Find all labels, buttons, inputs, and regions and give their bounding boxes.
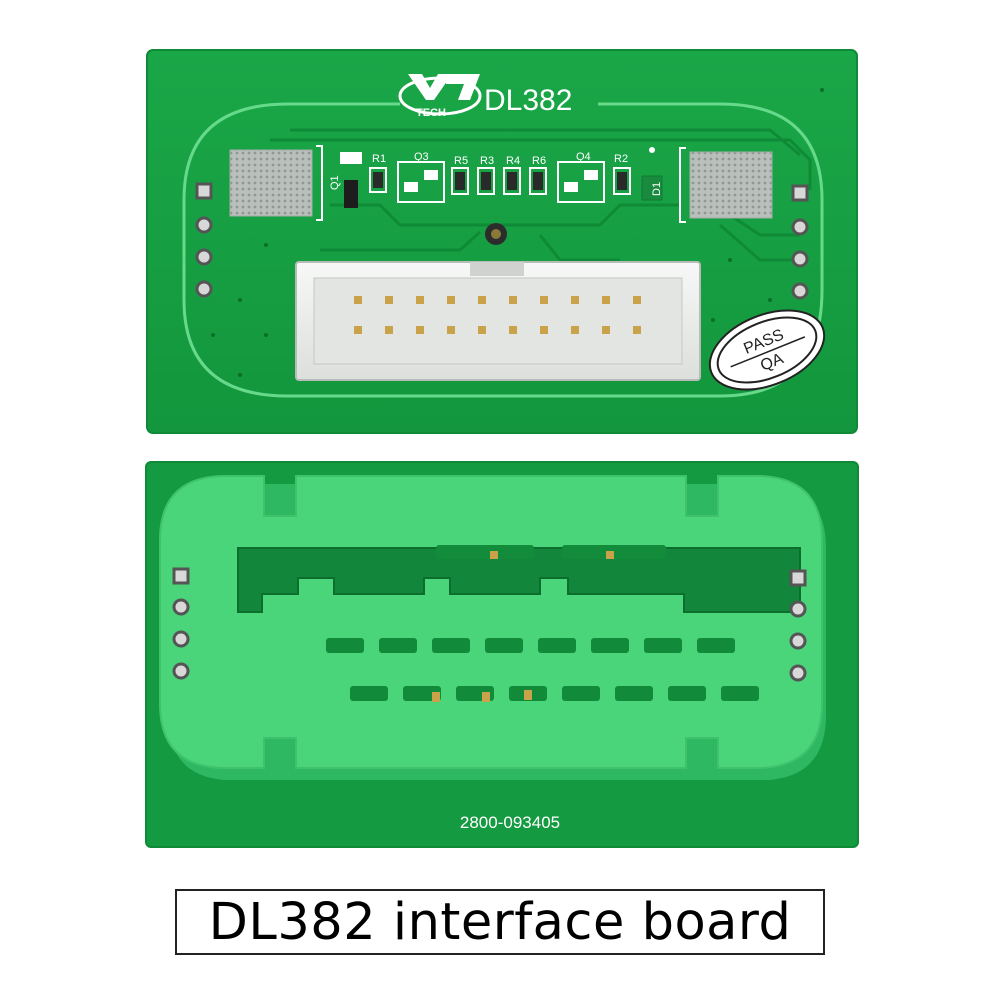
label-r6: R6 [532, 155, 546, 167]
contact-slot [538, 638, 576, 653]
contact-slot [697, 638, 735, 653]
vias [211, 88, 824, 377]
label-r2: R2 [614, 153, 628, 165]
contact-slot [485, 638, 523, 653]
connector-housing-plate [159, 475, 823, 769]
connector-pin [385, 296, 393, 304]
connector-pin [447, 296, 455, 304]
bottom-board: 2800-093405 [145, 461, 859, 848]
contact-slot [326, 638, 364, 653]
contact-slots [326, 638, 759, 702]
contact-slot [562, 686, 600, 701]
part-number: 2800-093405 [460, 813, 560, 832]
connector-pin [540, 296, 548, 304]
contact-slot [668, 686, 706, 701]
test-pad-right [689, 151, 773, 219]
contact-slot [403, 686, 441, 701]
label-q3: Q3 [414, 151, 429, 163]
connector-pin [447, 326, 455, 334]
label-r4: R4 [506, 155, 520, 167]
contact-slot [591, 638, 629, 653]
qa-sticker: PASS QA [708, 309, 826, 391]
connector-pin [540, 326, 548, 334]
keying-slot [237, 547, 801, 613]
label-r5: R5 [454, 155, 468, 167]
contact-slot [615, 686, 653, 701]
label-d1: D1 [651, 182, 663, 196]
brand-logo: TECH [398, 74, 482, 119]
test-pad-left [229, 149, 313, 217]
gold-contact [524, 690, 532, 700]
connector-pin [354, 296, 362, 304]
gold-contact [432, 692, 440, 702]
label-q1: Q1 [329, 175, 341, 190]
connector-pin [571, 296, 579, 304]
bottom-right-pin-row [789, 569, 807, 682]
connector-pin [602, 296, 610, 304]
label-r1: R1 [372, 153, 386, 165]
right-pin-row [791, 184, 809, 300]
top-board: TECH DL382 [146, 49, 858, 434]
connector-pin [416, 326, 424, 334]
connector-pin [633, 296, 641, 304]
label-q4: Q4 [576, 151, 591, 163]
contact-slot [379, 638, 417, 653]
connector-pin [478, 326, 486, 334]
copper-traces [270, 128, 812, 262]
label-r3: R3 [480, 155, 494, 167]
connector-pin [602, 326, 610, 334]
contact-slot [644, 638, 682, 653]
caption-box: DL382 interface board [175, 889, 825, 955]
left-pin-row [195, 182, 213, 298]
contact-slot [350, 686, 388, 701]
brand-logo-text: TECH [416, 107, 446, 119]
contact-slot [432, 638, 470, 653]
contact-slot [721, 686, 759, 701]
component-labels: R1 Q3 R5 R3 R4 R6 Q4 R2 Q1 D1 [329, 151, 663, 196]
connector-pin [509, 326, 517, 334]
connector-pin [385, 326, 393, 334]
connector-pins [354, 296, 641, 334]
idc-connector [295, 261, 701, 381]
model-label: DL382 [484, 84, 572, 117]
smd-components [340, 147, 663, 245]
connector-pin [416, 296, 424, 304]
caption-text: DL382 interface board [208, 892, 792, 952]
connector-pin [633, 326, 641, 334]
connector-pin [354, 326, 362, 334]
connector-pin [509, 296, 517, 304]
connector-pin [478, 296, 486, 304]
gold-contact [482, 692, 490, 702]
bottom-left-pin-row [172, 567, 190, 680]
connector-pin [571, 326, 579, 334]
